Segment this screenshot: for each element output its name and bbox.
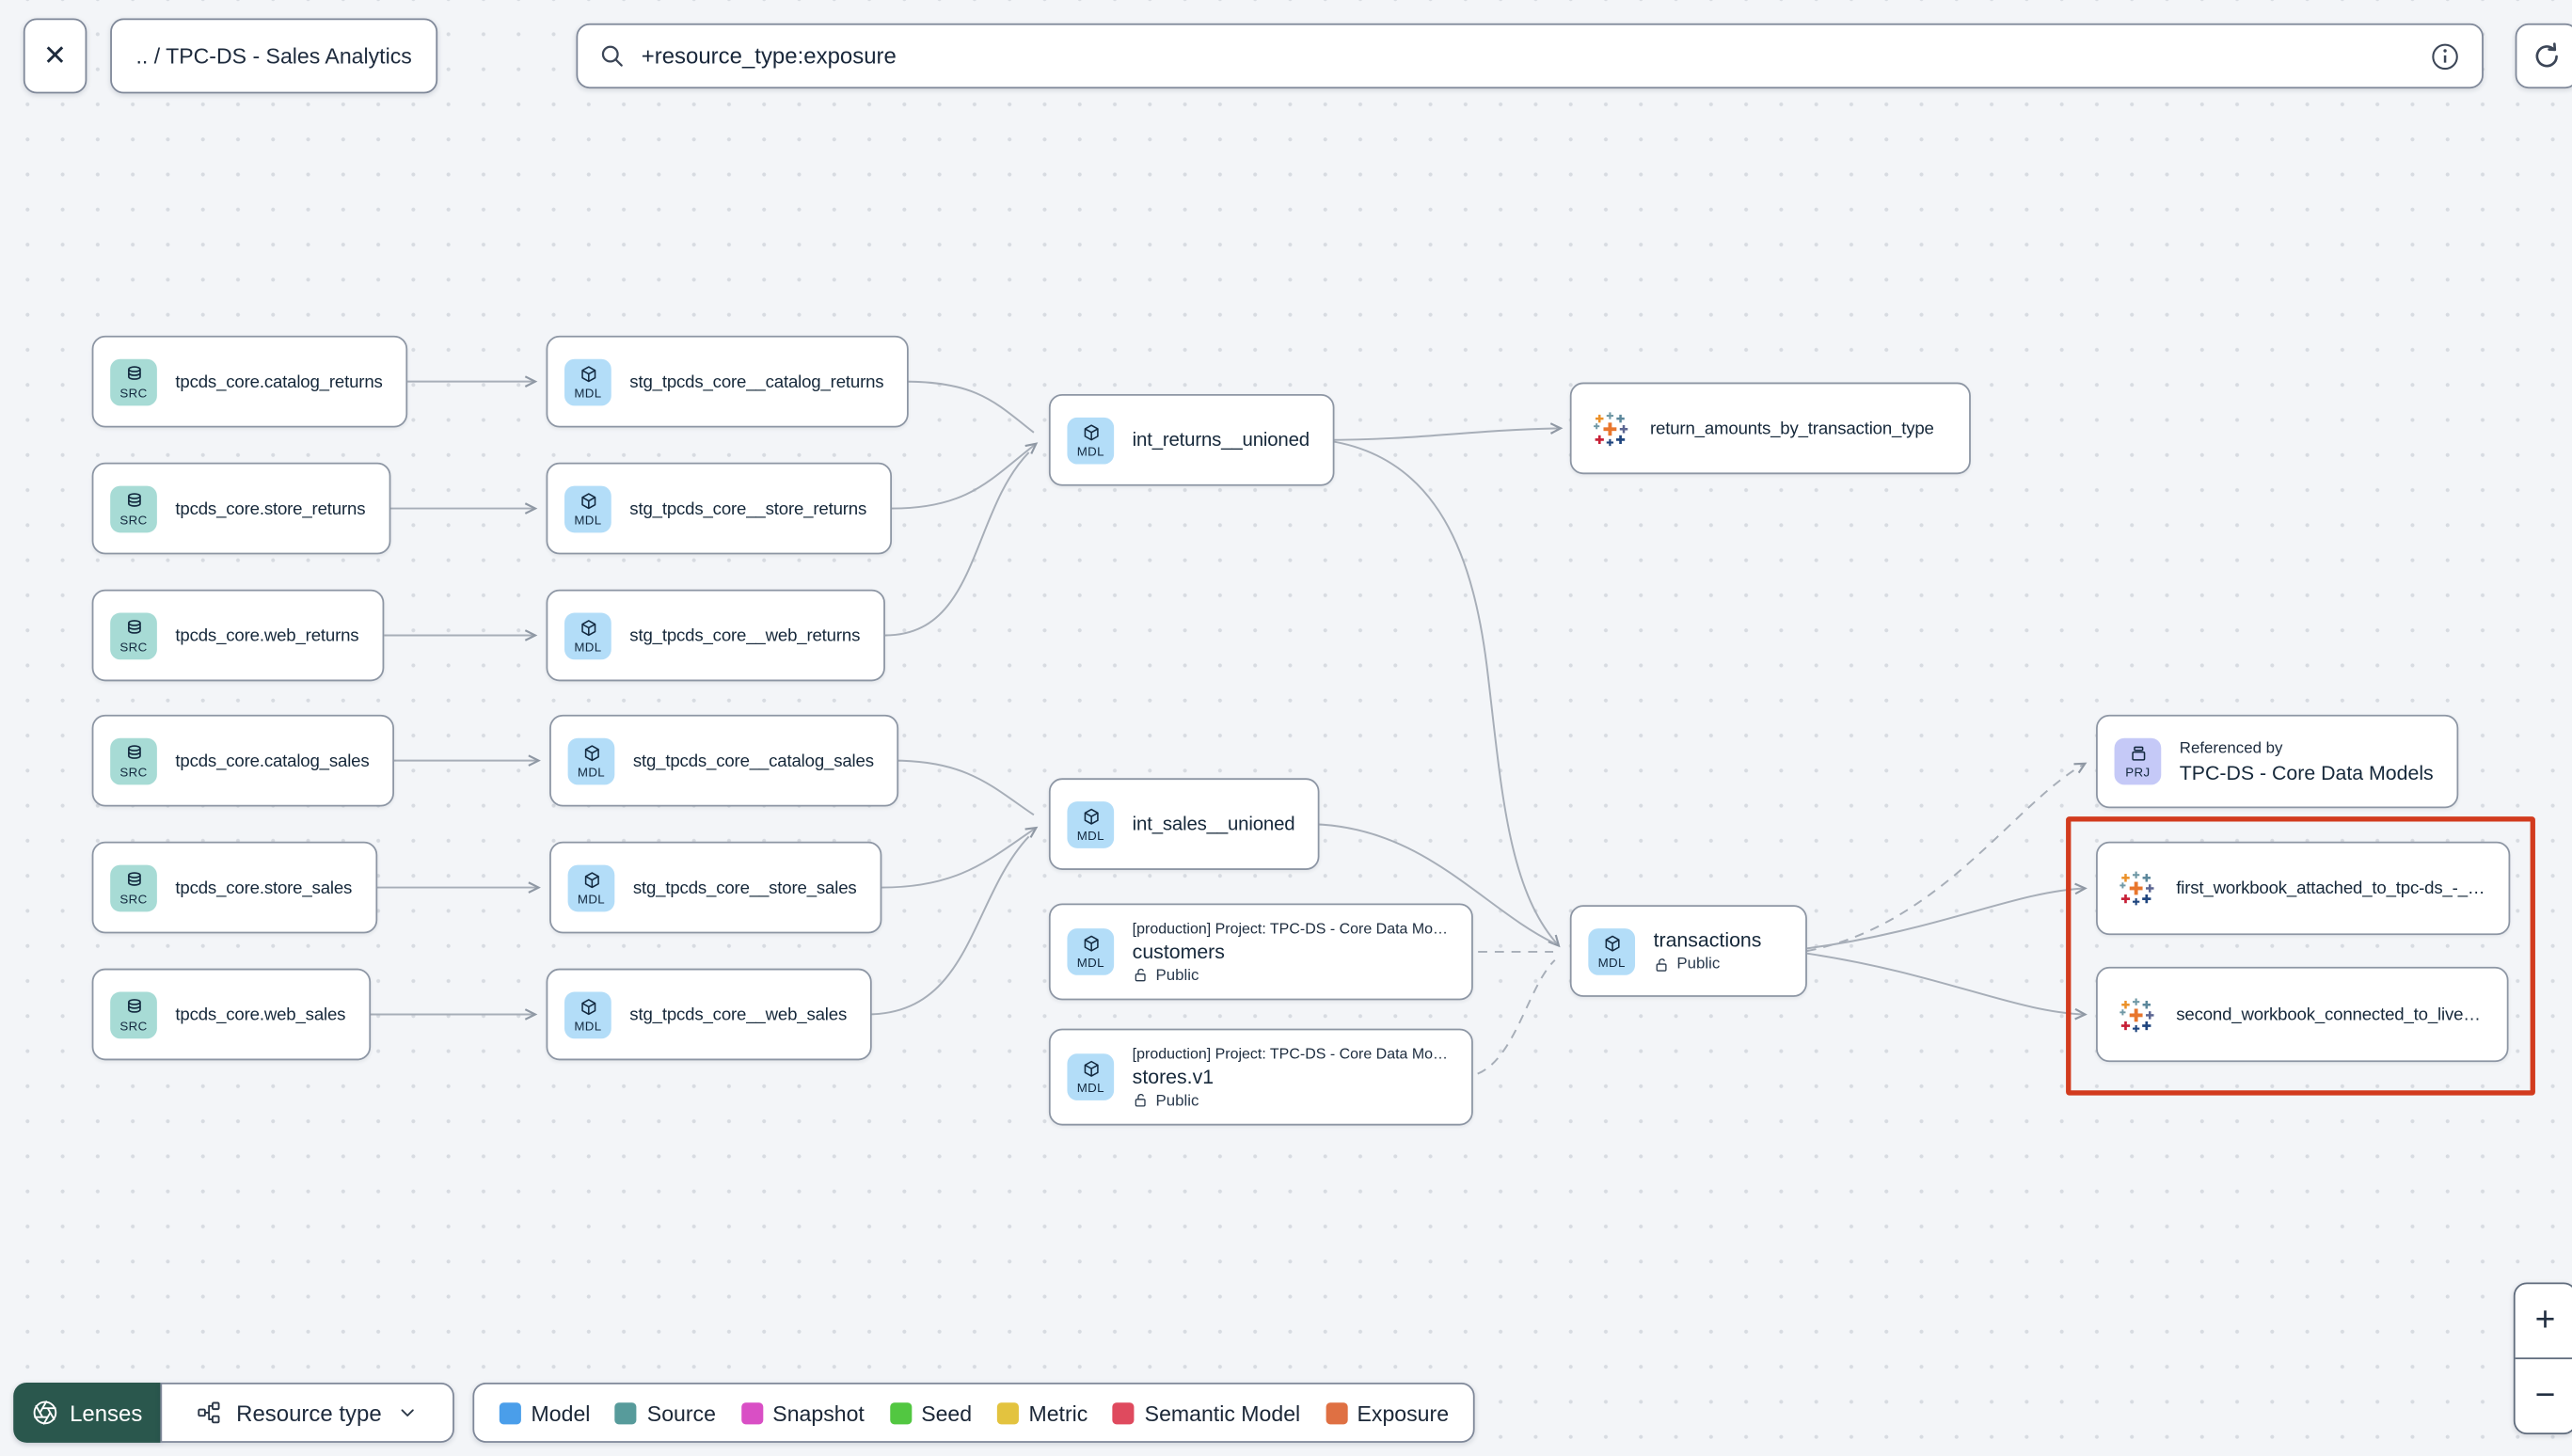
source-badge: SRC bbox=[110, 990, 157, 1038]
archive-icon bbox=[2127, 743, 2149, 765]
node-stg-catalog-returns[interactable]: MDL stg_tpcds_core__catalog_returns bbox=[546, 335, 910, 428]
model-badge: MDL bbox=[567, 736, 615, 784]
node-first-workbook-exposure[interactable]: first_workbook_attached_to_tpc-ds_-_… bbox=[2096, 841, 2511, 936]
tableau-icon bbox=[1588, 406, 1631, 450]
database-icon bbox=[122, 617, 144, 639]
node-referenced-by-project[interactable]: PRJ Referenced by TPC-DS - Core Data Mod… bbox=[2096, 714, 2459, 809]
visibility-badge: Public bbox=[1654, 955, 1762, 973]
close-button[interactable]: ✕ bbox=[23, 18, 87, 94]
model-badge: MDL bbox=[1067, 416, 1115, 464]
lock-open-icon bbox=[1133, 967, 1150, 984]
node-stg-store-sales[interactable]: MDL stg_tpcds_core__store_sales bbox=[549, 841, 882, 934]
node-stores-v1[interactable]: MDL [production] Project: TPC-DS - Core … bbox=[1048, 1028, 1473, 1126]
node-src-web-sales[interactable]: SRC tpcds_core.web_sales bbox=[91, 968, 371, 1061]
lenses-button[interactable]: Lenses bbox=[13, 1382, 161, 1443]
node-src-web-returns[interactable]: SRC tpcds_core.web_returns bbox=[91, 589, 385, 682]
semantic-model-swatch bbox=[1112, 1401, 1135, 1424]
model-badge: MDL bbox=[567, 863, 615, 911]
model-badge: MDL bbox=[1067, 800, 1115, 847]
sitemap-icon bbox=[197, 1400, 223, 1426]
zoom-controls: + − bbox=[2513, 1282, 2572, 1434]
model-badge: MDL bbox=[564, 990, 611, 1038]
legend-item-metric: Metric bbox=[996, 1401, 1088, 1425]
tableau-icon bbox=[2115, 866, 2158, 910]
node-src-store-returns[interactable]: SRC tpcds_core.store_returns bbox=[91, 462, 390, 555]
cube-icon bbox=[1080, 1059, 1102, 1081]
source-badge: SRC bbox=[110, 736, 157, 784]
cube-icon bbox=[577, 364, 598, 386]
model-badge: MDL bbox=[1067, 1053, 1115, 1100]
node-stg-web-sales[interactable]: MDL stg_tpcds_core__web_sales bbox=[546, 968, 872, 1061]
tableau-icon bbox=[2115, 992, 2158, 1036]
source-badge: SRC bbox=[110, 484, 157, 532]
snapshot-swatch bbox=[740, 1401, 763, 1424]
legend-item-semantic-model: Semantic Model bbox=[1112, 1401, 1300, 1425]
model-badge: MDL bbox=[564, 357, 611, 405]
info-icon[interactable] bbox=[2428, 40, 2462, 73]
aperture-icon bbox=[31, 1400, 57, 1426]
cube-icon bbox=[577, 996, 598, 1018]
refresh-icon bbox=[2531, 40, 2564, 73]
node-stg-store-returns[interactable]: MDL stg_tpcds_core__store_returns bbox=[546, 462, 893, 555]
source-swatch bbox=[615, 1401, 638, 1424]
legend-item-source: Source bbox=[615, 1401, 716, 1425]
node-int-returns-unioned[interactable]: MDL int_returns__unioned bbox=[1048, 393, 1335, 486]
zoom-out-button[interactable]: − bbox=[2534, 1375, 2556, 1415]
cube-icon bbox=[1080, 806, 1102, 828]
node-customers[interactable]: MDL [production] Project: TPC-DS - Core … bbox=[1048, 903, 1473, 1001]
chevron-down-icon bbox=[395, 1401, 419, 1424]
source-badge: SRC bbox=[110, 357, 157, 405]
cube-icon bbox=[1080, 934, 1102, 956]
node-src-catalog-returns[interactable]: SRC tpcds_core.catalog_returns bbox=[91, 335, 408, 428]
cube-icon bbox=[1080, 422, 1102, 444]
database-icon bbox=[122, 491, 144, 513]
lock-open-icon bbox=[1133, 1092, 1150, 1109]
breadcrumb[interactable]: .. / TPC-DS - Sales Analytics bbox=[110, 18, 438, 94]
database-icon bbox=[122, 364, 144, 386]
node-stg-web-returns[interactable]: MDL stg_tpcds_core__web_returns bbox=[546, 589, 885, 682]
project-badge: PRJ bbox=[2114, 737, 2162, 785]
cube-icon bbox=[577, 617, 598, 639]
search-icon bbox=[598, 41, 627, 70]
database-icon bbox=[122, 743, 144, 765]
node-stg-catalog-sales[interactable]: MDL stg_tpcds_core__catalog_sales bbox=[549, 714, 899, 807]
exposure-swatch bbox=[1325, 1401, 1347, 1424]
source-badge: SRC bbox=[110, 863, 157, 911]
refresh-button[interactable] bbox=[2515, 23, 2572, 89]
legend-item-seed: Seed bbox=[889, 1401, 972, 1425]
node-second-workbook-exposure[interactable]: second_workbook_connected_to_live… bbox=[2096, 966, 2509, 1063]
node-src-store-sales[interactable]: SRC tpcds_core.store_sales bbox=[91, 841, 377, 934]
node-return-amounts-by-transaction-type[interactable]: return_amounts_by_transaction_type bbox=[1569, 382, 1971, 475]
lock-open-icon bbox=[1654, 956, 1671, 973]
model-swatch bbox=[499, 1401, 521, 1424]
visibility-badge: Public bbox=[1133, 1091, 1448, 1110]
model-badge: MDL bbox=[1067, 928, 1115, 975]
node-int-sales-unioned[interactable]: MDL int_sales__unioned bbox=[1048, 778, 1321, 870]
legend-item-snapshot: Snapshot bbox=[740, 1401, 865, 1425]
node-transactions[interactable]: MDL transactions Public bbox=[1569, 905, 1807, 997]
cube-icon bbox=[580, 869, 602, 891]
search-input[interactable] bbox=[641, 43, 2414, 69]
database-icon bbox=[122, 869, 144, 891]
visibility-badge: Public bbox=[1133, 966, 1448, 985]
cube-icon bbox=[577, 491, 598, 513]
model-badge: MDL bbox=[1588, 927, 1636, 974]
legend-item-exposure: Exposure bbox=[1325, 1401, 1449, 1425]
cube-icon bbox=[580, 743, 602, 765]
zoom-in-button[interactable]: + bbox=[2515, 1284, 2572, 1360]
cube-icon bbox=[1601, 933, 1623, 955]
node-src-catalog-sales[interactable]: SRC tpcds_core.catalog_sales bbox=[91, 714, 395, 807]
database-icon bbox=[122, 996, 144, 1018]
search-bar[interactable] bbox=[576, 23, 2484, 89]
legend-item-model: Model bbox=[499, 1401, 590, 1425]
resource-type-dropdown[interactable]: Resource type bbox=[160, 1382, 454, 1443]
source-badge: SRC bbox=[110, 611, 157, 659]
resource-type-legend: Model Source Snapshot Seed Metric Semant… bbox=[472, 1382, 1476, 1443]
metric-swatch bbox=[996, 1401, 1019, 1424]
seed-swatch bbox=[889, 1401, 912, 1424]
model-badge: MDL bbox=[564, 484, 611, 532]
model-badge: MDL bbox=[564, 611, 611, 659]
